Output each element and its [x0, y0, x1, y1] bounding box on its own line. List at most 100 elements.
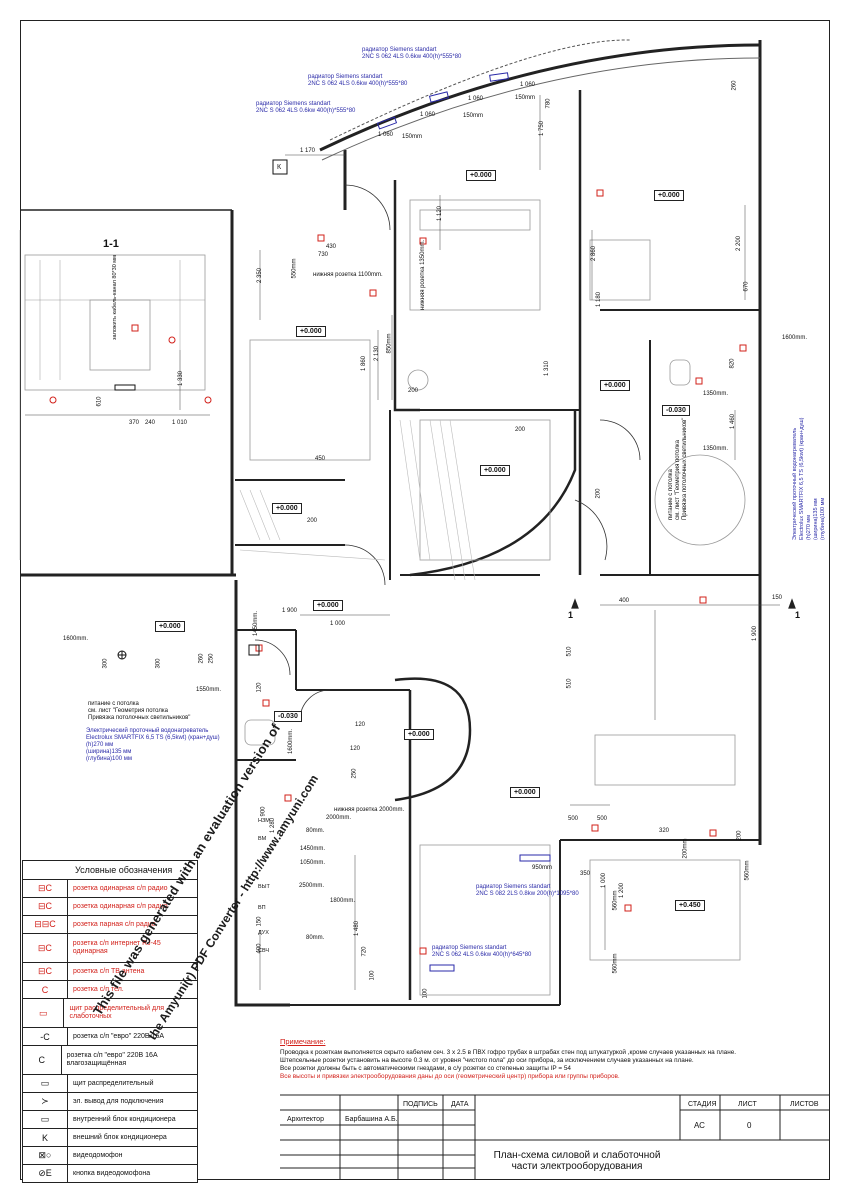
legend-text: кнопка видеодомофона: [73, 1169, 151, 1177]
title-stage-header: СТАДИЯ: [688, 1101, 717, 1108]
dimension: 2500mm.: [299, 883, 325, 889]
legend-row: ▭внутренний блок кондиционера: [23, 1111, 197, 1129]
legend-symbol-icon: ≻: [23, 1093, 68, 1110]
legend-text: розетка с/п интернет RJ-45 одинарная: [72, 940, 161, 955]
legend-row: ▭ щит распределительный для слаботочных: [23, 999, 197, 1028]
dimension: 150mm: [515, 95, 536, 101]
legend-symbol-icon: C: [23, 981, 68, 998]
dimension: 400: [619, 598, 630, 604]
appliance-label: ВП: [258, 905, 266, 911]
note-line: Штепсельные розетки установить на высоте…: [280, 1057, 694, 1064]
wall-west-lower: [234, 580, 290, 1007]
level-marker: +0.000: [480, 465, 510, 476]
title-col-date: ДАТА: [451, 1101, 469, 1108]
level-marker: +0.000: [313, 600, 343, 611]
level-marker: +0.000: [466, 170, 496, 181]
legend-text: эл. вывод для подключения: [73, 1097, 164, 1105]
dimension: 1800mm.: [330, 898, 356, 904]
dimension: 200: [307, 518, 318, 524]
legend-symbol-icon: ⊟C: [23, 880, 68, 897]
legend-symbol-icon: C: [23, 1046, 62, 1074]
legend-title: Условные обозначения: [23, 861, 197, 880]
level-marker: -0.030: [662, 405, 690, 416]
low-socket-note: нижняя розетка 1100mm.: [313, 272, 383, 278]
dimension: 500: [597, 816, 608, 822]
dimension: 1550mm.: [196, 687, 222, 693]
note-line: Проводка к розеткам выполняется скрыто к…: [280, 1049, 737, 1056]
legend-symbol-icon: ⊟C: [23, 898, 68, 915]
level-marker: +0.000: [272, 503, 302, 514]
level-marker: +0.000: [654, 190, 684, 201]
legend-row: ≻ эл. вывод для подключения: [23, 1093, 197, 1111]
title-col-sign: ПОДПИСЬ: [403, 1101, 438, 1108]
legend-symbol-icon: ⊠○: [23, 1147, 68, 1164]
dimension: 950mm: [532, 865, 553, 871]
dimension: 1050mm.: [300, 860, 326, 866]
note-line: Все высоты и привязки электрооборудовани…: [280, 1073, 620, 1080]
legend-symbol-icon: K: [23, 1129, 68, 1146]
appliance-label: ДУХ: [258, 930, 269, 936]
dimension: 430: [326, 244, 337, 250]
section-cut-left: 1: [568, 610, 574, 620]
legend-symbol-icon: ⊟C: [23, 934, 68, 962]
legend-symbol-icon: ▭: [23, 999, 65, 1027]
dimension: 370: [129, 420, 140, 426]
dimension: 1 060: [468, 96, 484, 102]
section-cut-right: 1: [795, 610, 801, 620]
dimension: 1 170: [300, 148, 316, 154]
notes: Примечание: Проводка к розеткам выполняе…: [280, 1038, 825, 1081]
title-sheet: 0: [747, 1121, 752, 1130]
dimension: 120: [350, 746, 361, 752]
dimension: 1450mm.: [300, 846, 326, 852]
dimension: 1 060: [378, 132, 394, 138]
legend-symbol-icon: ⊘E: [23, 1165, 68, 1182]
dimension: 150mm: [402, 134, 423, 140]
legend-row: -C розетка с/п "евро" 220В 16А: [23, 1028, 197, 1046]
facade-curve-inner: [321, 57, 761, 161]
legend-text: внешний блок кондиционера: [73, 1133, 167, 1141]
section-mark: 1-1: [103, 238, 119, 250]
dimension: 150mm: [463, 113, 484, 119]
dimension: 200: [408, 388, 419, 394]
dimension: 450: [315, 456, 326, 462]
dimension: 500: [568, 816, 579, 822]
level-marker: +0.000: [155, 621, 185, 632]
dimension: 2000mm.: [326, 815, 352, 821]
dimension: 240: [145, 420, 156, 426]
legend-symbol-icon: -C: [23, 1028, 68, 1045]
appliance-label: СВЧ: [258, 948, 270, 954]
round-room: [394, 677, 472, 802]
sheet-frame: [20, 20, 830, 1180]
curved-partition: [409, 410, 577, 577]
dimension: 120: [355, 722, 366, 728]
low-socket-note: нижняя розетка 2000mm.: [334, 807, 405, 813]
level-marker: +0.000: [404, 729, 434, 740]
legend-text: розетка с/п "евро" 220В 16А: [73, 1032, 164, 1040]
dimension: 1 060: [420, 112, 436, 118]
appliance-label: ВМ: [258, 836, 267, 842]
legend-row: ⊟C розетка с/п интернет RJ-45 одинарная: [23, 934, 197, 963]
legend-row: ⊠○видеодомофон: [23, 1147, 197, 1165]
level-marker: +0.000: [296, 326, 326, 337]
dimension: 80mm.: [306, 935, 325, 941]
legend-symbol-icon: ⊟C: [23, 963, 68, 980]
legend-text: щит распределительный для слаботочных: [69, 1005, 164, 1020]
dimension: 150: [772, 595, 783, 601]
legend-row: ⊘E кнопка видеодомофона: [23, 1165, 197, 1182]
title-sheets-header: ЛИСТОВ: [790, 1101, 819, 1108]
appliance-label: ВЫТ: [258, 884, 270, 890]
